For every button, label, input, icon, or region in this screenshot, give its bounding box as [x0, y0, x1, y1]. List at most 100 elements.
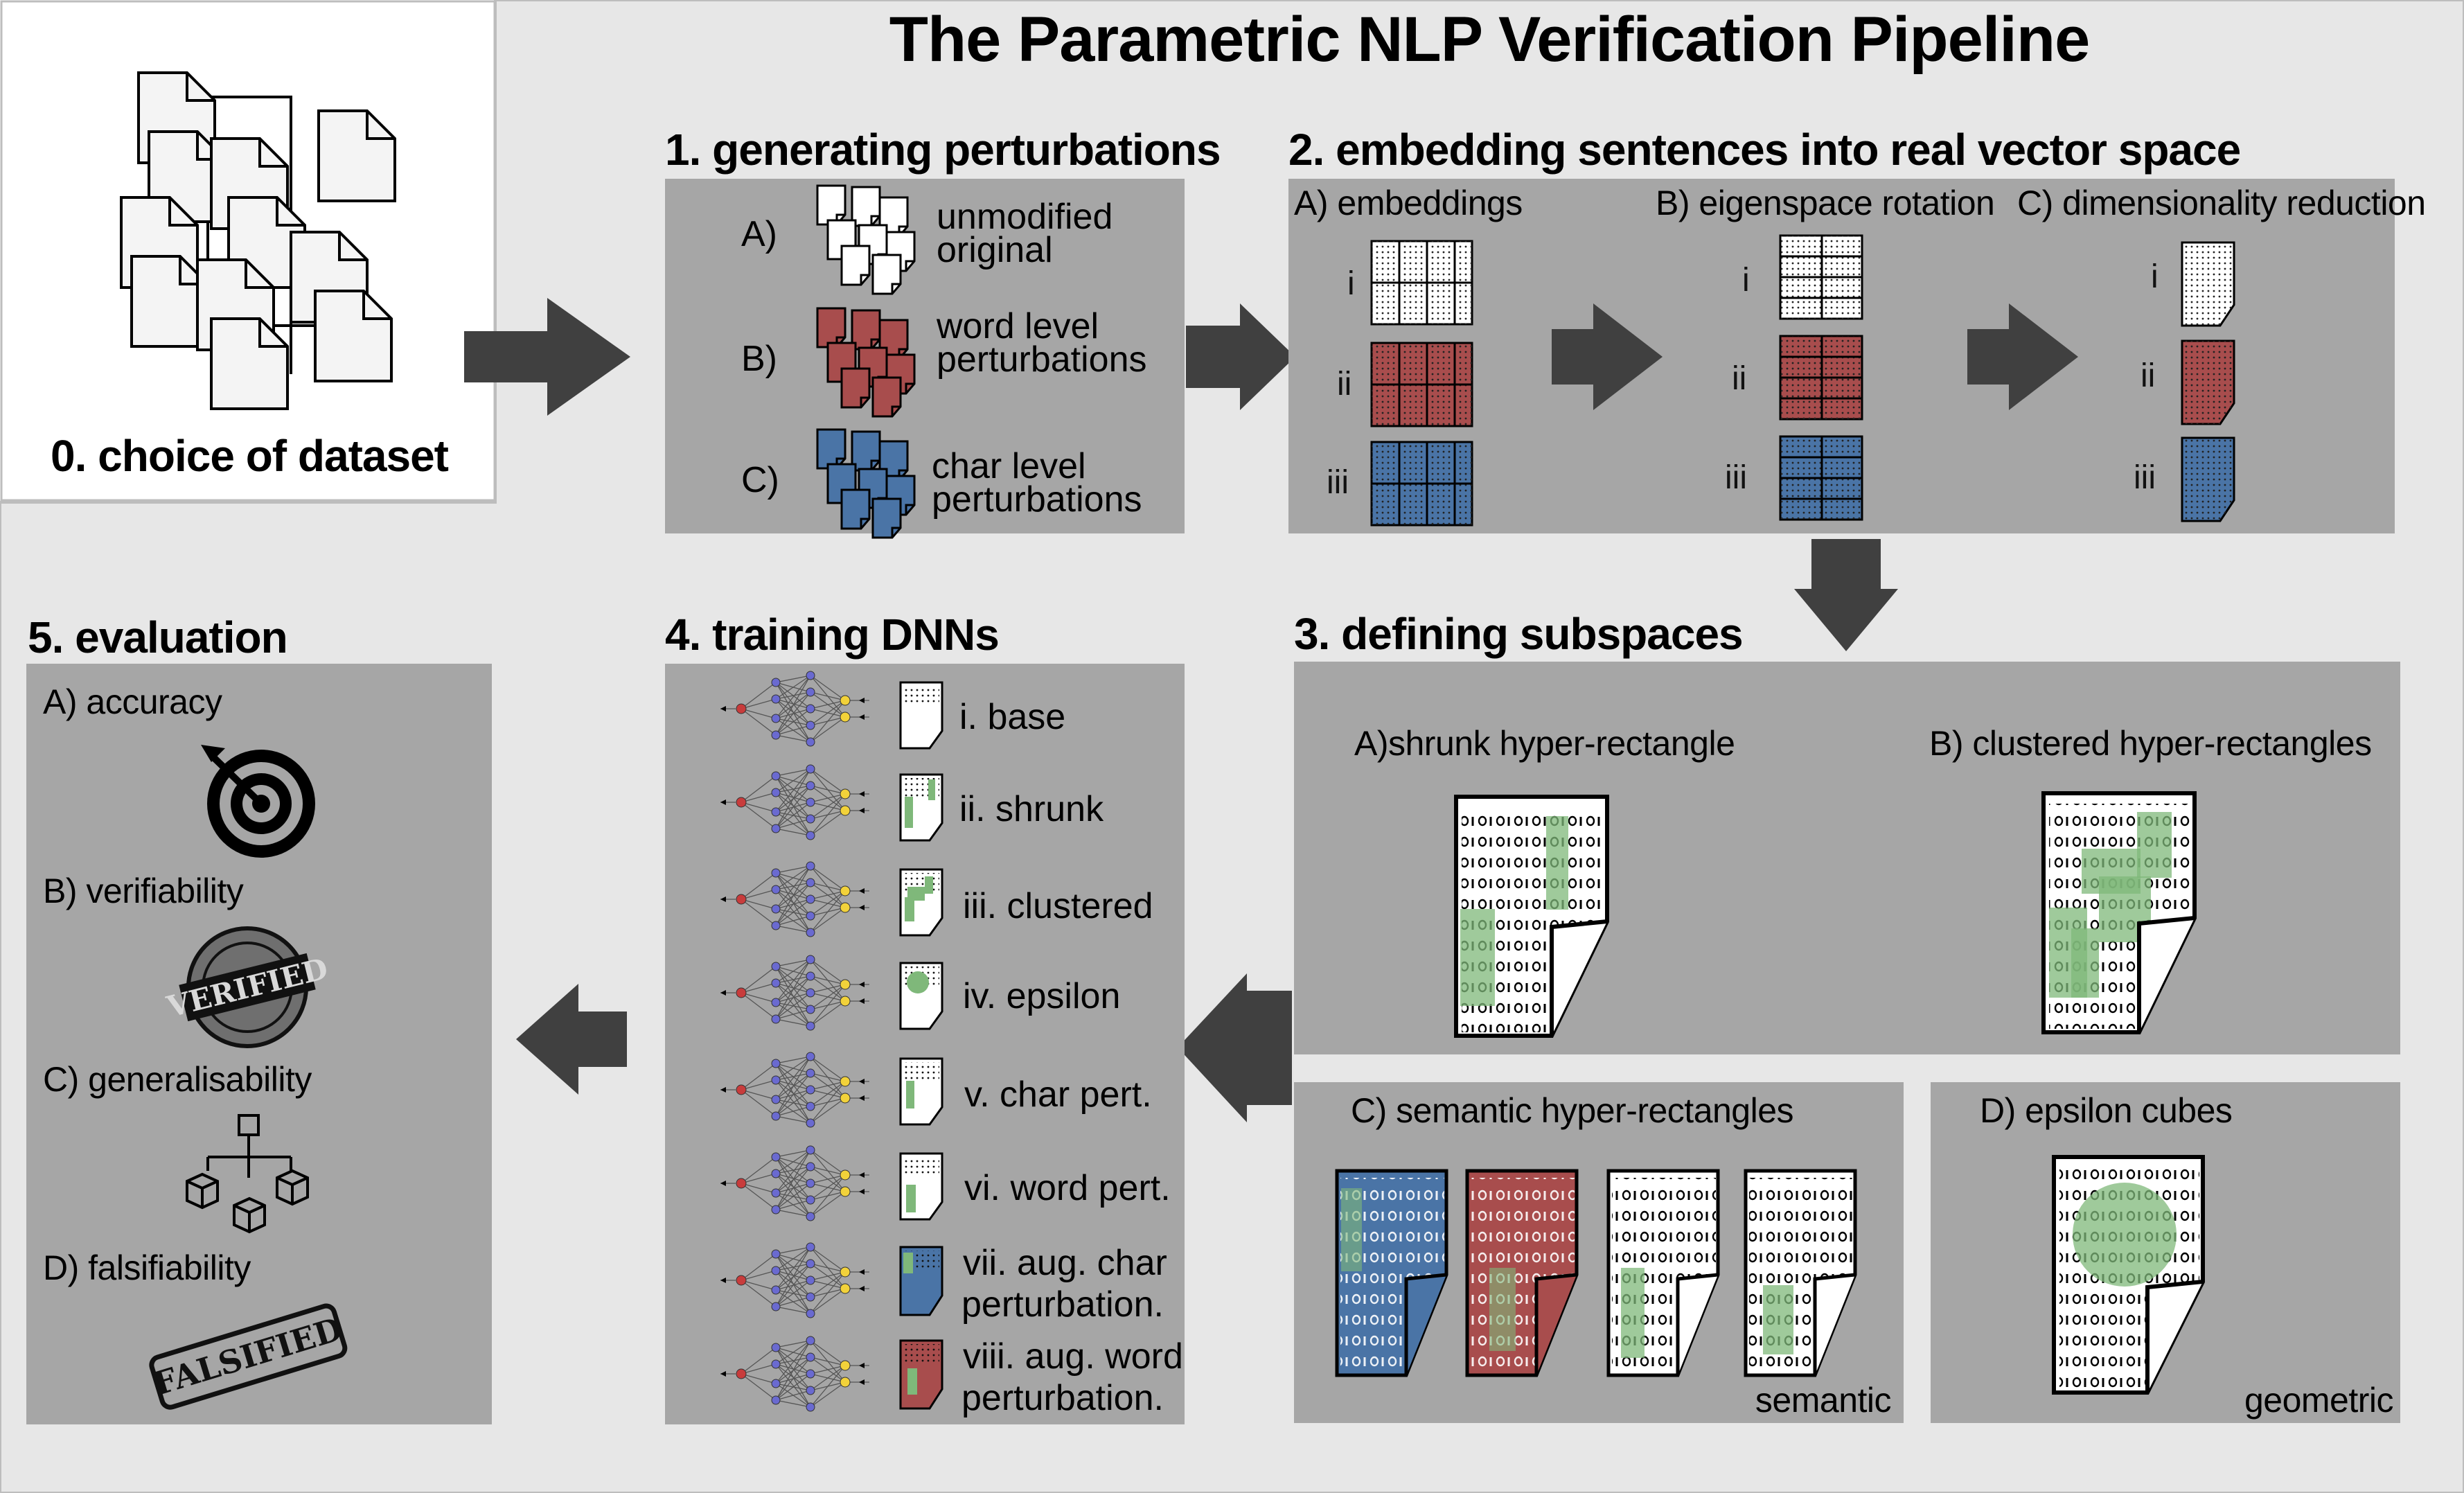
model-row-4: iv. epsilon [720, 955, 1120, 1031]
model-7-label-line2: perturbation. [961, 1284, 1164, 1325]
model-doc-clustered [899, 868, 943, 937]
arrow-2b-to-2c [1967, 303, 2078, 410]
target-icon [201, 745, 315, 858]
step2-sub-a: A) embeddings [1294, 184, 1523, 222]
reduced-red-icon [2181, 339, 2235, 425]
arrow-2-to-3 [1794, 539, 1898, 651]
eig-roman-i: i [1742, 262, 1750, 299]
model-1-label: i. base [959, 697, 1065, 737]
step1-row-b-letter: B) [741, 339, 777, 379]
step5-heading: 5. evaluation [28, 612, 287, 662]
model-6-label: vi. word pert. [964, 1168, 1171, 1208]
reduced-blue-icon [2181, 436, 2235, 522]
red-roman-iii: iii [2134, 459, 2156, 496]
step1-row-a-line1: unmodified [937, 197, 1113, 237]
step5-b-label: B) verifiability [43, 872, 244, 910]
step1-panel [665, 179, 1185, 533]
model-doc-epsilon [899, 962, 943, 1030]
step0-label: 0. choice of dataset [51, 431, 449, 481]
model-doc-aug-char [899, 1246, 943, 1316]
semantic-blue-page [1335, 1169, 1448, 1377]
model-row-8: viii. aug. word perturbation. [720, 1336, 1183, 1418]
red-roman-i: i [2151, 258, 2159, 295]
eigenspace-white-icon [1779, 234, 1863, 320]
arrow-4-to-5 [516, 984, 627, 1095]
step2-sub-c: C) dimensionality reduction [2017, 184, 2426, 222]
step1-row-b-line1: word level [936, 306, 1099, 346]
model-doc-shrunk [899, 773, 943, 842]
semantic-white-page-1 [1606, 1169, 1720, 1377]
step1-row-c-line2: perturbations [932, 479, 1142, 520]
emb-roman-iii: iii [1327, 464, 1349, 501]
model-4-label: iv. epsilon [963, 976, 1120, 1016]
step1-row-b-line2: perturbations [937, 339, 1147, 380]
model-row-1: i. base [720, 671, 1065, 750]
model-row-6: vi. word pert. [720, 1145, 1171, 1221]
model-8-label-line1: viii. aug. word [963, 1336, 1183, 1377]
epsilon-cube-page [2052, 1155, 2205, 1395]
model-8-label-line2: perturbation. [961, 1378, 1164, 1418]
arrow-1-to-2 [1186, 303, 1295, 410]
eig-roman-iii: iii [1725, 459, 1747, 496]
step1-heading: 1. generating perturbations [665, 125, 1221, 175]
model-row-3: iii. clustered [720, 861, 1153, 937]
semantic-white-page-2 [1744, 1169, 1857, 1377]
step5-c-label: C) generalisability [43, 1060, 312, 1099]
reduced-white-icon [2181, 241, 2235, 327]
geometric-caption: geometric [2244, 1381, 2393, 1420]
model-row-7: vii. aug. char perturbation. [720, 1242, 1167, 1325]
step5-a-label: A) accuracy [43, 682, 222, 721]
step3-b-label: B) clustered hyper-rectangles [1929, 724, 2372, 763]
arrow-3-to-4 [1178, 973, 1292, 1122]
embedding-white-icon [1370, 240, 1473, 326]
model-row-5: v. char pert. [720, 1052, 1152, 1128]
model-doc-base [899, 681, 943, 750]
emb-roman-ii: ii [1337, 366, 1351, 403]
embeddings-column: i ii iii [1327, 240, 1473, 527]
model-2-label: ii. shrunk [959, 789, 1104, 829]
eigenspace-red-icon [1779, 335, 1863, 421]
eigenspace-column: i ii iii [1725, 234, 1863, 521]
step1-row-a-line2: original [937, 230, 1053, 270]
clustered-hyperrectangles-page [2041, 791, 2197, 1034]
dataset-documents-icon [120, 71, 396, 410]
generalisation-tree-icon [186, 1114, 309, 1234]
model-7-label-line1: vii. aug. char [963, 1243, 1167, 1283]
red-roman-ii: ii [2141, 357, 2155, 394]
eig-roman-ii: ii [1732, 360, 1746, 397]
step1-row-a-letter: A) [741, 214, 777, 254]
reduction-column: i ii iii [2134, 241, 2235, 522]
step3-heading: 3. defining subspaces [1294, 609, 1743, 659]
model-doc-char [899, 1057, 943, 1126]
semantic-red-page [1465, 1169, 1579, 1377]
step3-a-label: A)shrunk hyper-rectangle [1354, 724, 1735, 763]
step4-heading: 4. training DNNs [665, 610, 999, 660]
model-doc-aug-word [899, 1339, 943, 1410]
emb-roman-i: i [1347, 265, 1355, 302]
step3-d-label: D) epsilon cubes [1980, 1091, 2232, 1130]
model-row-2: ii. shrunk [720, 764, 1104, 842]
arrow-0-to-1 [464, 298, 630, 416]
arrow-2a-to-2b [1552, 303, 1663, 410]
step3-c-label: C) semantic hyper-rectangles [1351, 1091, 1793, 1130]
model-3-label: iii. clustered [963, 886, 1153, 926]
eigenspace-blue-icon [1779, 435, 1863, 521]
step1-row-c: C) char level perturbations [741, 428, 1142, 539]
step1-row-a: A) unmodified original [741, 184, 1113, 295]
model-doc-word [899, 1152, 943, 1221]
shrunk-hyperrectangle-page [1454, 795, 1609, 1038]
step1-row-c-line1: char level [932, 446, 1086, 486]
step5-d-label: D) falsifiability [43, 1248, 251, 1287]
semantic-caption: semantic [1755, 1381, 1891, 1420]
step1-row-b: B) word level perturbations [741, 306, 1147, 418]
step2-heading: 2. embedding sentences into real vector … [1288, 125, 2240, 175]
step1-row-c-letter: C) [741, 460, 779, 500]
step2-sub-b: B) eigenspace rotation [1656, 184, 1994, 222]
embedding-blue-icon [1370, 441, 1473, 527]
model-5-label: v. char pert. [964, 1075, 1152, 1115]
diagram-title: The Parametric NLP Verification Pipeline [889, 4, 2089, 75]
embedding-red-icon [1370, 342, 1473, 427]
verified-stamp-icon: VERIFIED [163, 926, 331, 1048]
